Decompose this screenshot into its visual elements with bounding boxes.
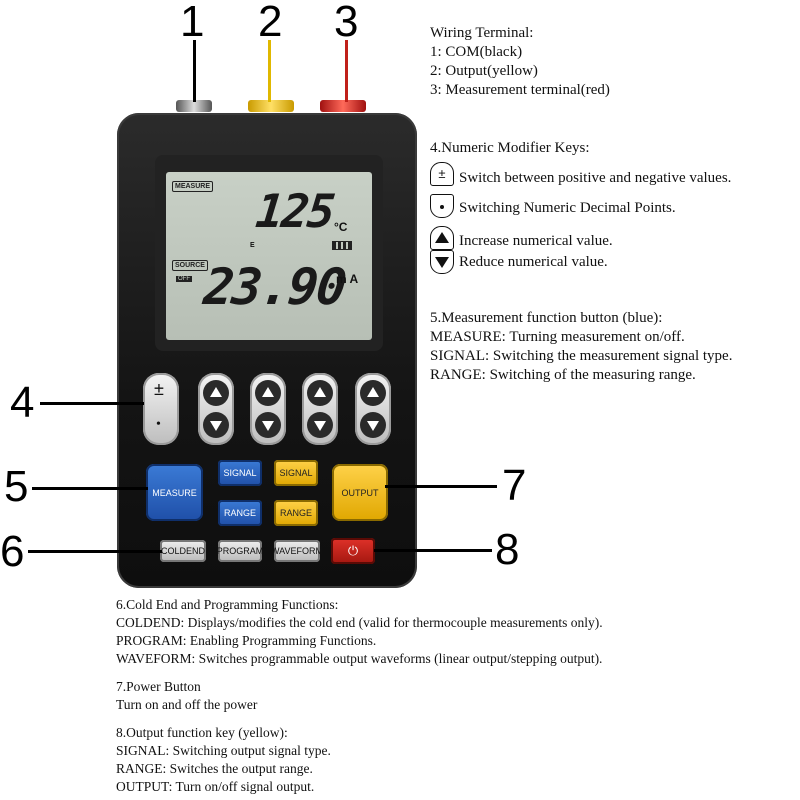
waveform-button[interactable]: WAVEFORM bbox=[271, 540, 323, 562]
decimal-point-key-icon bbox=[430, 194, 454, 218]
decrease-arrow-icon bbox=[307, 412, 333, 438]
digit-key-1[interactable] bbox=[198, 373, 234, 445]
signal-blue-button[interactable]: SIGNAL bbox=[218, 460, 262, 486]
leader-line-5 bbox=[32, 487, 148, 490]
digit-key-3[interactable] bbox=[302, 373, 338, 445]
power-line-1: Turn on and off the power bbox=[116, 697, 258, 712]
lcd-measure-tag: MEASURE bbox=[172, 181, 214, 192]
range-blue-button[interactable]: RANGE bbox=[218, 500, 262, 526]
power-section: 7.Power Button Turn on and off the power bbox=[116, 678, 257, 714]
leader-line-3 bbox=[345, 40, 348, 102]
dot-key-desc: Switching Numeric Decimal Points. bbox=[459, 200, 676, 216]
decrease-key-icon bbox=[430, 250, 454, 274]
output-fn-line-2: RANGE: Switches the output range. bbox=[116, 761, 313, 776]
program-button[interactable]: PROGRAM bbox=[217, 540, 263, 562]
measure-fn-line-1: MEASURE: Turning measurement on/off. bbox=[430, 329, 685, 345]
output-fn-section: 8.Output function key (yellow): SIGNAL: … bbox=[116, 724, 331, 796]
cold-end-line-3: WAVEFORM: Switches programmable output w… bbox=[116, 651, 603, 666]
callout-1: 1 bbox=[180, 0, 205, 46]
digit-key-4[interactable] bbox=[355, 373, 391, 445]
callout-3: 3 bbox=[334, 0, 359, 46]
measure-button[interactable]: MEASURE bbox=[146, 464, 203, 521]
output-fn-title: 8.Output function key (yellow): bbox=[116, 725, 288, 740]
decrease-arrow-icon bbox=[255, 412, 281, 438]
up-triangle-icon bbox=[435, 232, 449, 243]
measure-fn-line-2: SIGNAL: Switching the measurement signal… bbox=[430, 348, 733, 364]
callout-7: 7 bbox=[502, 461, 527, 510]
lcd-source-value: 23.90 bbox=[200, 258, 348, 316]
lcd-measure-value: 125 bbox=[253, 184, 336, 238]
dec-key-desc: Reduce numerical value. bbox=[459, 254, 608, 270]
callout-5: 5 bbox=[4, 462, 29, 511]
power-icon: ⏻ bbox=[347, 543, 359, 558]
output-terminal-yellow bbox=[248, 100, 294, 112]
lcd-source-unit: m A bbox=[336, 272, 359, 286]
measurement-terminal-red bbox=[320, 100, 366, 112]
plus-minus-dot-key[interactable]: ± • bbox=[143, 373, 179, 445]
leader-line-7 bbox=[385, 485, 497, 488]
cold-end-line-1: COLDEND: Displays/modifies the cold end … bbox=[116, 615, 603, 630]
output-button[interactable]: OUTPUT bbox=[332, 464, 388, 521]
coldend-button[interactable]: COLDEND bbox=[160, 540, 206, 562]
decrease-arrow-icon bbox=[203, 412, 229, 438]
leader-line-6 bbox=[28, 550, 162, 553]
range-yellow-button[interactable]: RANGE bbox=[274, 500, 318, 526]
measure-fn-line-3: RANGE: Switching of the measuring range. bbox=[430, 367, 696, 383]
output-fn-line-3: OUTPUT: Turn on/off signal output. bbox=[116, 779, 315, 794]
measure-fn-title: 5.Measurement function button (blue): bbox=[430, 310, 663, 326]
digit-key-2[interactable] bbox=[250, 373, 286, 445]
cold-end-section: 6.Cold End and Programming Functions: CO… bbox=[116, 596, 603, 668]
cold-end-title: 6.Cold End and Programming Functions: bbox=[116, 597, 339, 612]
power-title: 7.Power Button bbox=[116, 679, 201, 694]
wiring-line-3: 3: Measurement terminal(red) bbox=[430, 82, 610, 98]
leader-line-2 bbox=[268, 40, 271, 102]
pm-key-desc: Switch between positive and negative val… bbox=[459, 170, 732, 186]
plus-minus-symbol: ± bbox=[154, 379, 164, 399]
callout-4: 4 bbox=[10, 378, 35, 427]
wiring-line-2: 2: Output(yellow) bbox=[430, 63, 538, 79]
leader-line-8 bbox=[374, 549, 492, 552]
output-fn-line-1: SIGNAL: Switching output signal type. bbox=[116, 743, 331, 758]
increase-arrow-icon bbox=[360, 380, 386, 406]
lcd-e-mark: E bbox=[250, 242, 255, 249]
lcd-source-tag: SOURCE bbox=[172, 260, 208, 271]
increase-arrow-icon bbox=[307, 380, 333, 406]
numeric-keys-title: 4.Numeric Modifier Keys: bbox=[430, 140, 590, 156]
wiring-line-1: 1: COM(black) bbox=[430, 44, 523, 60]
callout-6: 6 bbox=[0, 527, 25, 576]
plus-minus-glyph: ± bbox=[438, 166, 446, 181]
wiring-title: Wiring Terminal: bbox=[430, 25, 534, 41]
down-triangle-icon bbox=[435, 257, 449, 268]
battery-icon bbox=[332, 241, 352, 250]
wiring-section: Wiring Terminal: 1: COM(black) 2: Output… bbox=[430, 24, 610, 100]
signal-yellow-button[interactable]: SIGNAL bbox=[274, 460, 318, 486]
leader-line-4 bbox=[40, 402, 144, 405]
measure-fn-section: 5.Measurement function button (blue): ME… bbox=[430, 309, 732, 385]
dot-glyph bbox=[440, 205, 444, 209]
lcd-screen: MEASURE 125 °C E SOURCE OFF 23.90 m A bbox=[166, 172, 372, 340]
increase-key-icon bbox=[430, 226, 454, 250]
lcd-measure-unit: °C bbox=[334, 220, 348, 234]
cold-end-line-2: PROGRAM: Enabling Programming Functions. bbox=[116, 633, 377, 648]
com-terminal-black bbox=[176, 100, 212, 112]
power-button[interactable]: ⏻ bbox=[331, 538, 375, 564]
callout-2: 2 bbox=[258, 0, 283, 46]
inc-key-desc: Increase numerical value. bbox=[459, 233, 613, 249]
lcd-off-tag: OFF bbox=[176, 276, 192, 282]
decimal-dot-symbol: • bbox=[156, 417, 161, 432]
increase-arrow-icon bbox=[255, 380, 281, 406]
leader-line-1 bbox=[193, 40, 196, 102]
decrease-arrow-icon bbox=[360, 412, 386, 438]
callout-8: 8 bbox=[495, 525, 520, 574]
increase-arrow-icon bbox=[203, 380, 229, 406]
plus-minus-key-icon: ± bbox=[430, 162, 454, 186]
